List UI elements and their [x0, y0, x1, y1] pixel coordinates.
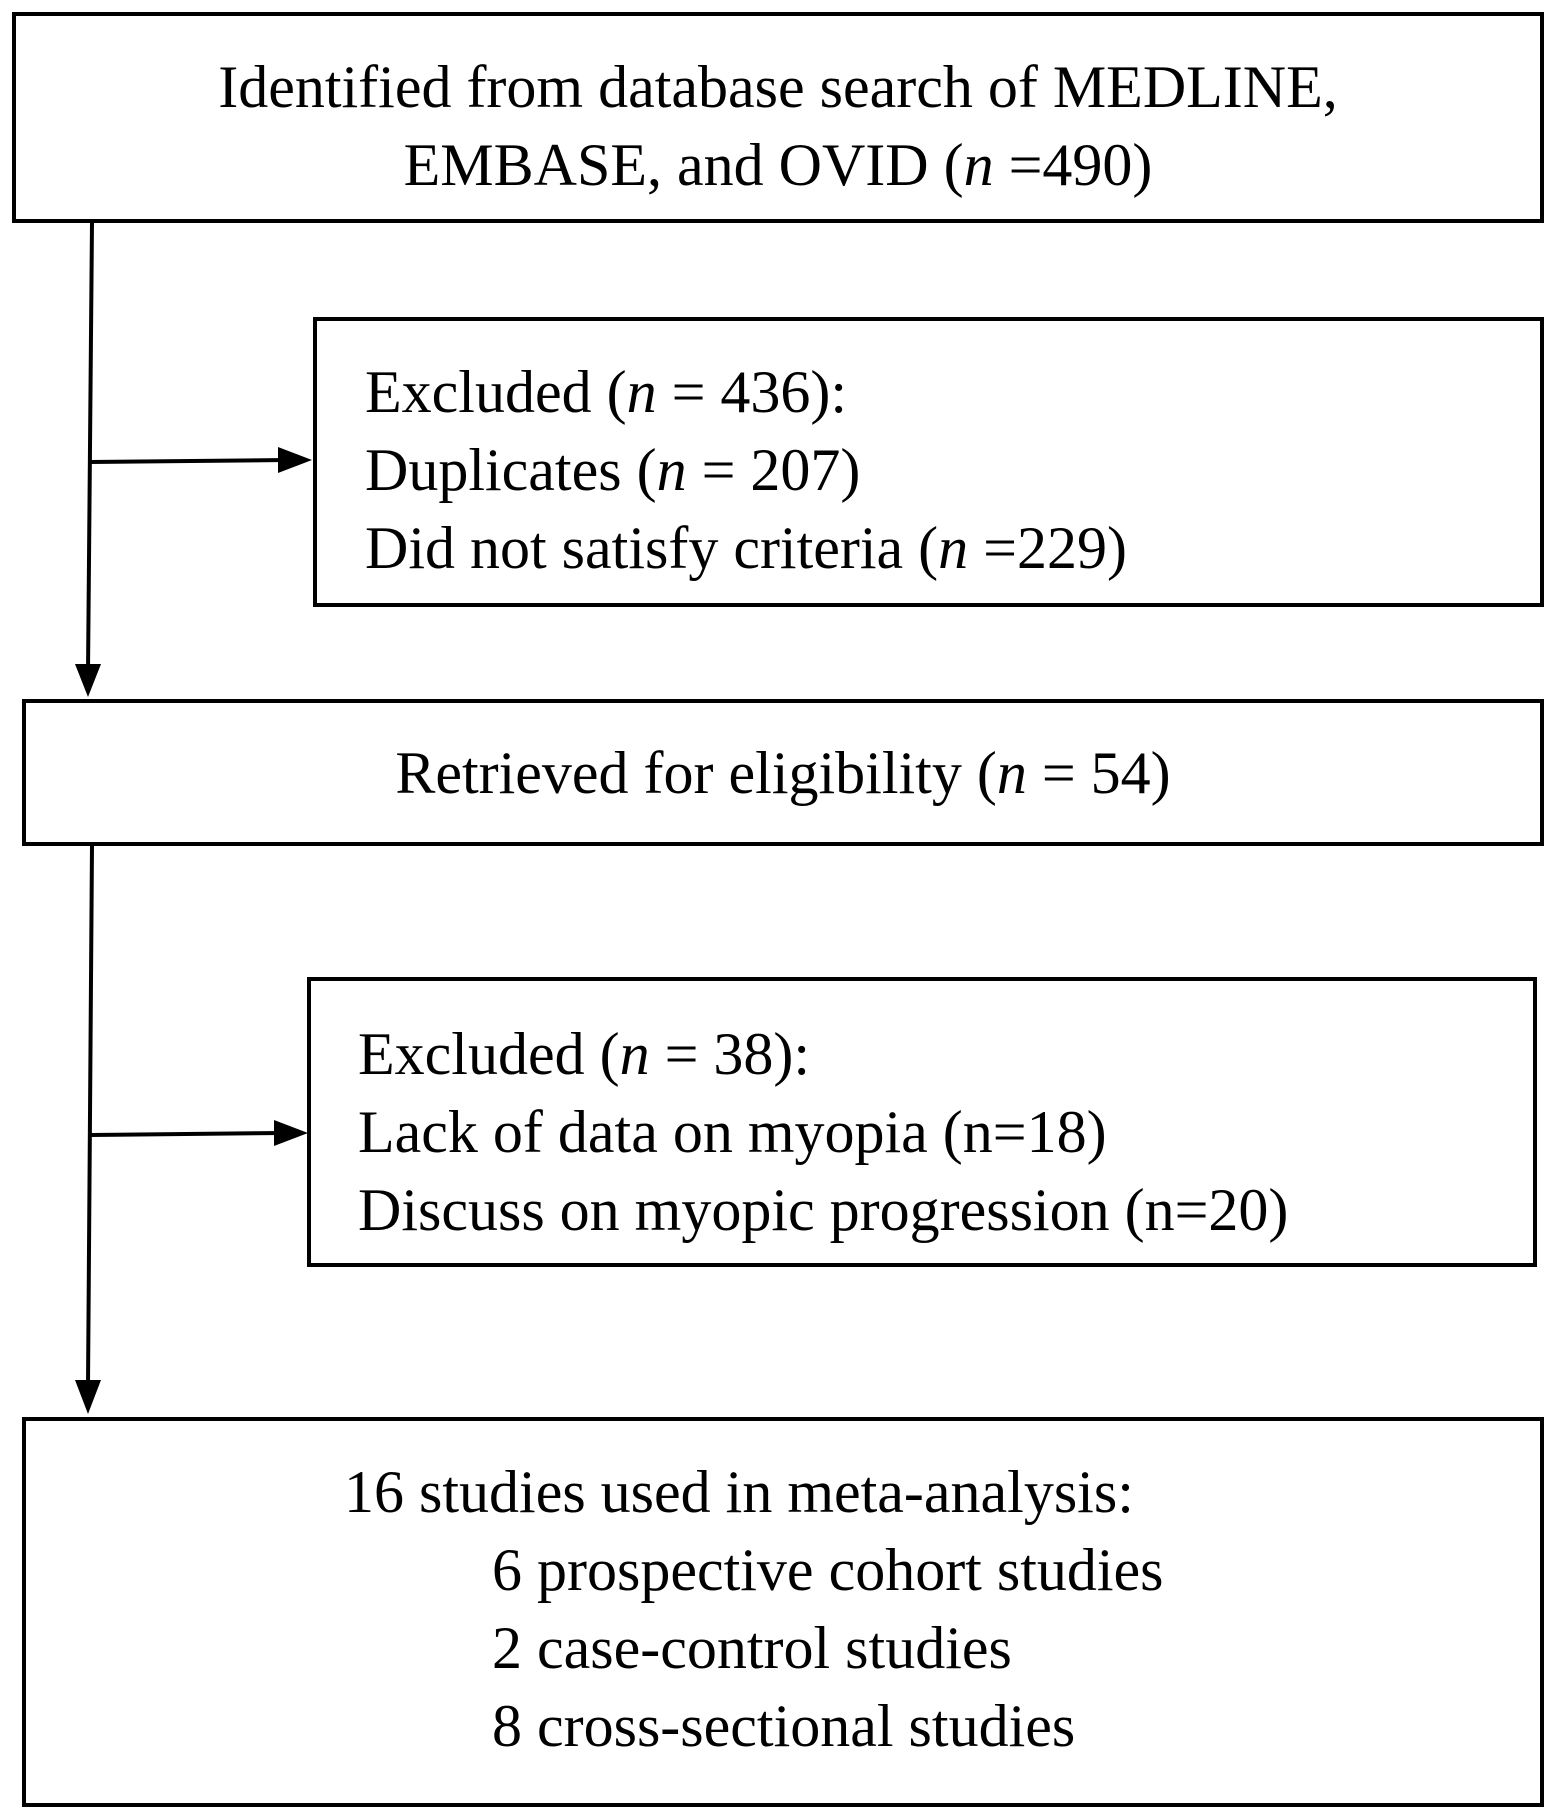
- excluded-2-progression: Discuss on myopic progression (n=20): [358, 1177, 1289, 1243]
- identified-line-2: EMBASE, and OVID (n =490): [403, 132, 1153, 198]
- excluded-2-lack-of-data: Lack of data on myopia (n=18): [358, 1099, 1107, 1165]
- arrowhead-to-excluded-1: [278, 447, 312, 473]
- arrowhead-to-excluded-2: [274, 1120, 308, 1146]
- identified-line-1: Identified from database search of MEDLI…: [218, 54, 1338, 120]
- connector-to-excluded-2: [89, 1131, 284, 1137]
- included-box: 16 studies used in meta-analysis: 6 pros…: [22, 1417, 1544, 1807]
- included-item-case-control: 2 case-control studies: [492, 1615, 1012, 1681]
- retrieved-line: Retrieved for eligibility (n = 54): [395, 740, 1171, 806]
- connector-identified-to-retrieved: [86, 221, 94, 673]
- excluded-1-title: Excluded (n = 436):: [365, 359, 848, 425]
- retrieved-box: Retrieved for eligibility (n = 54): [22, 699, 1544, 846]
- arrowhead-to-included: [75, 1380, 101, 1414]
- excluded-1-criteria: Did not satisfy criteria (n =229): [365, 515, 1127, 581]
- excluded-myopia-box: Excluded (n = 38): Lack of data on myopi…: [307, 977, 1537, 1267]
- connector-to-excluded-1: [89, 458, 288, 464]
- included-item-prospective: 6 prospective cohort studies: [492, 1537, 1164, 1603]
- excluded-1-duplicates: Duplicates (n = 207): [365, 437, 861, 503]
- excluded-duplicates-box: Excluded (n = 436): Duplicates (n = 207)…: [313, 317, 1544, 607]
- arrowhead-to-retrieved: [75, 664, 101, 697]
- included-item-cross-sectional: 8 cross-sectional studies: [492, 1693, 1076, 1759]
- excluded-2-title: Excluded (n = 38):: [358, 1021, 811, 1087]
- included-title: 16 studies used in meta-analysis:: [344, 1459, 1134, 1525]
- identified-box: Identified from database search of MEDLI…: [12, 12, 1544, 223]
- connector-retrieved-to-included: [86, 844, 94, 1386]
